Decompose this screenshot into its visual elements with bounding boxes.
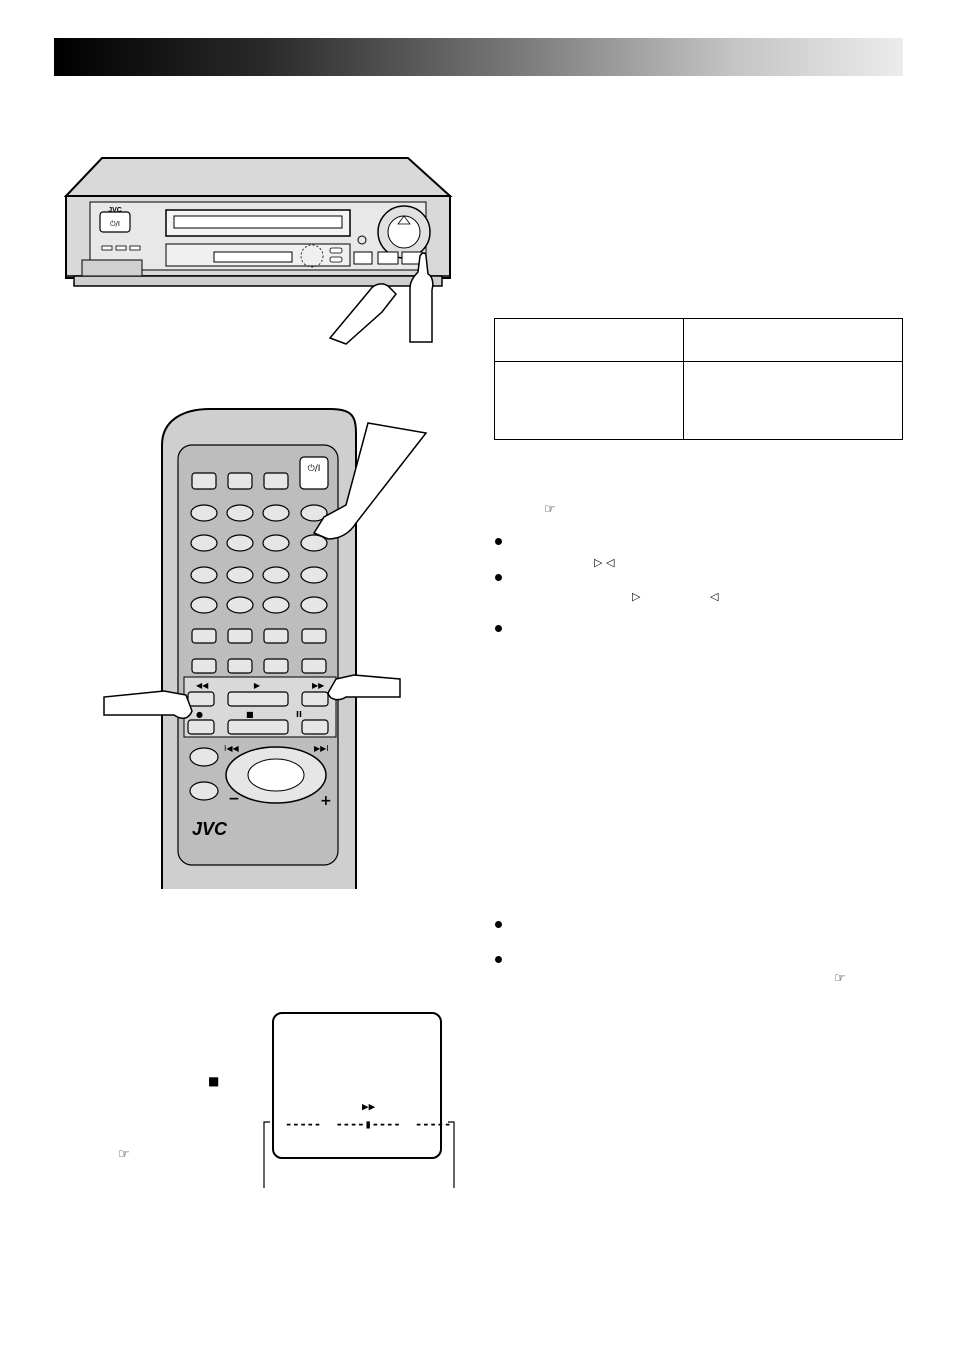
skip-icons-1: ▷ ◁ (594, 556, 615, 569)
remote-stop-label: ■ (246, 710, 254, 719)
skip-icon-right: ▷ (632, 590, 641, 603)
remote-rec-label: ● (196, 710, 203, 719)
bullet-5 (495, 956, 502, 963)
table-divider-horizontal (495, 361, 902, 362)
bullet-1 (495, 538, 502, 545)
remote-rew-label: ◀◀ (196, 681, 209, 690)
table-divider-vertical (683, 319, 684, 439)
remote-power-label: ⏻/I (308, 463, 321, 474)
remote-skip-fwd-label: ▶▶I (314, 744, 329, 753)
bullet-4 (495, 921, 502, 928)
reference-icon: ☞ (544, 502, 556, 517)
section-header-bar (54, 38, 903, 76)
vcr-logo: JVC (108, 207, 122, 214)
reference-table (494, 318, 903, 440)
remote-play-label: ▶ (254, 681, 261, 690)
reference-icon: ☞ (834, 971, 846, 986)
bullet-2 (495, 574, 502, 581)
remote-ff-label: ▶▶ (312, 681, 325, 690)
ff-symbol: ▶▶ (362, 1100, 376, 1113)
reference-icon: ☞ (118, 1147, 130, 1162)
vcr-illustration: JVC ⏻/I (63, 157, 453, 345)
tracking-bar: ----- ----▮---- ----- (285, 1117, 452, 1131)
remote-skip-back-label: I◀◀ (224, 744, 240, 753)
remote-illustration: ⏻/I ◀◀ ▶ ▶▶ ● ■ II I◀◀ ▶▶I − + JVC (103, 408, 428, 889)
remote-pause-label: II (296, 710, 302, 719)
bullet-3 (495, 625, 502, 632)
tv-screen (272, 1012, 442, 1159)
vcr-power-label: ⏻/I (110, 220, 120, 228)
remote-logo: JVC (192, 819, 228, 839)
remote-plus-label: + (320, 793, 332, 809)
tracking-bar-bracket (263, 1121, 455, 1188)
skip-icon-left: ◁ (710, 590, 719, 603)
stop-symbol: ■ (208, 1074, 220, 1088)
remote-minus-label: − (228, 791, 240, 807)
